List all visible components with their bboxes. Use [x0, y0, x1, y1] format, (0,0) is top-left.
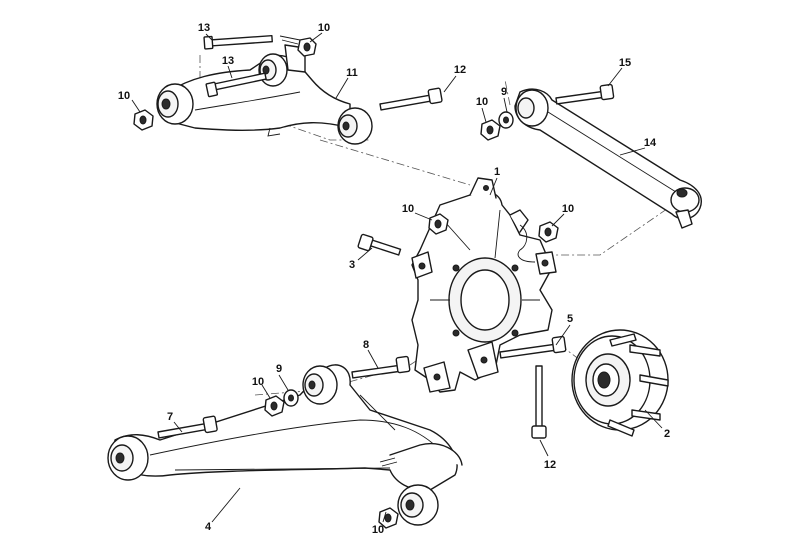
- nut-10-lower-rear: [378, 507, 399, 529]
- wheel-hub: [571, 329, 669, 437]
- bolt-15: [555, 83, 615, 105]
- callout-14: 14: [644, 137, 657, 149]
- knuckle: [411, 177, 557, 393]
- callout-labels: 1 2 3 4 5 7 8 9 9 10 10 10 10 10 10 10 1…: [118, 22, 670, 536]
- callout-2: 2: [664, 428, 670, 440]
- bolt-5: [499, 335, 567, 359]
- bolt-13-lower: [205, 72, 267, 98]
- lower-control-arm: [107, 364, 463, 526]
- callout-12-upper: 12: [454, 64, 466, 76]
- callout-9-lower: 9: [276, 363, 282, 375]
- nut-10-lower-upper: [264, 395, 285, 417]
- callout-7: 7: [167, 411, 173, 423]
- bolt-12-lower: [531, 365, 547, 439]
- callout-8: 8: [363, 339, 369, 351]
- callout-10-toe: 10: [476, 96, 488, 108]
- callout-9-toe: 9: [501, 86, 507, 98]
- callout-3: 3: [349, 259, 355, 271]
- upper-control-arm: [156, 35, 373, 145]
- callout-10-upper-rear: 10: [318, 22, 330, 34]
- callout-12-lower: 12: [544, 459, 556, 471]
- callout-15: 15: [619, 57, 631, 69]
- callout-10-lower-rear: 10: [372, 524, 384, 536]
- washer-9-lower: [283, 389, 299, 407]
- toe-link: [514, 88, 702, 229]
- bolt-12-upper: [379, 87, 443, 111]
- bolt-3: [357, 233, 402, 256]
- callout-13-lower: 13: [222, 55, 234, 67]
- nut-10-upper-front: [133, 109, 154, 131]
- callout-13-upper: 13: [198, 22, 210, 34]
- callout-10-lower-upper: 10: [252, 376, 264, 388]
- washer-9-toe: [498, 111, 514, 129]
- callout-10-knuckle-right: 10: [562, 203, 574, 215]
- callout-1: 1: [494, 166, 500, 178]
- nut-10-knuckle-right: [538, 221, 559, 243]
- callout-5: 5: [567, 313, 573, 325]
- callout-4: 4: [205, 521, 212, 533]
- callout-10-knuckle-left: 10: [402, 203, 414, 215]
- nut-10-upper-rear: [297, 37, 317, 57]
- callout-10-upper-front: 10: [118, 90, 130, 102]
- callout-11: 11: [346, 67, 358, 79]
- nut-10-knuckle-left: [428, 213, 449, 235]
- bolt-8: [351, 355, 411, 379]
- bolt-13-upper: [203, 34, 273, 50]
- nut-10-toe: [480, 119, 501, 141]
- leader-lines: [131, 32, 663, 523]
- bolt-7: [157, 415, 218, 439]
